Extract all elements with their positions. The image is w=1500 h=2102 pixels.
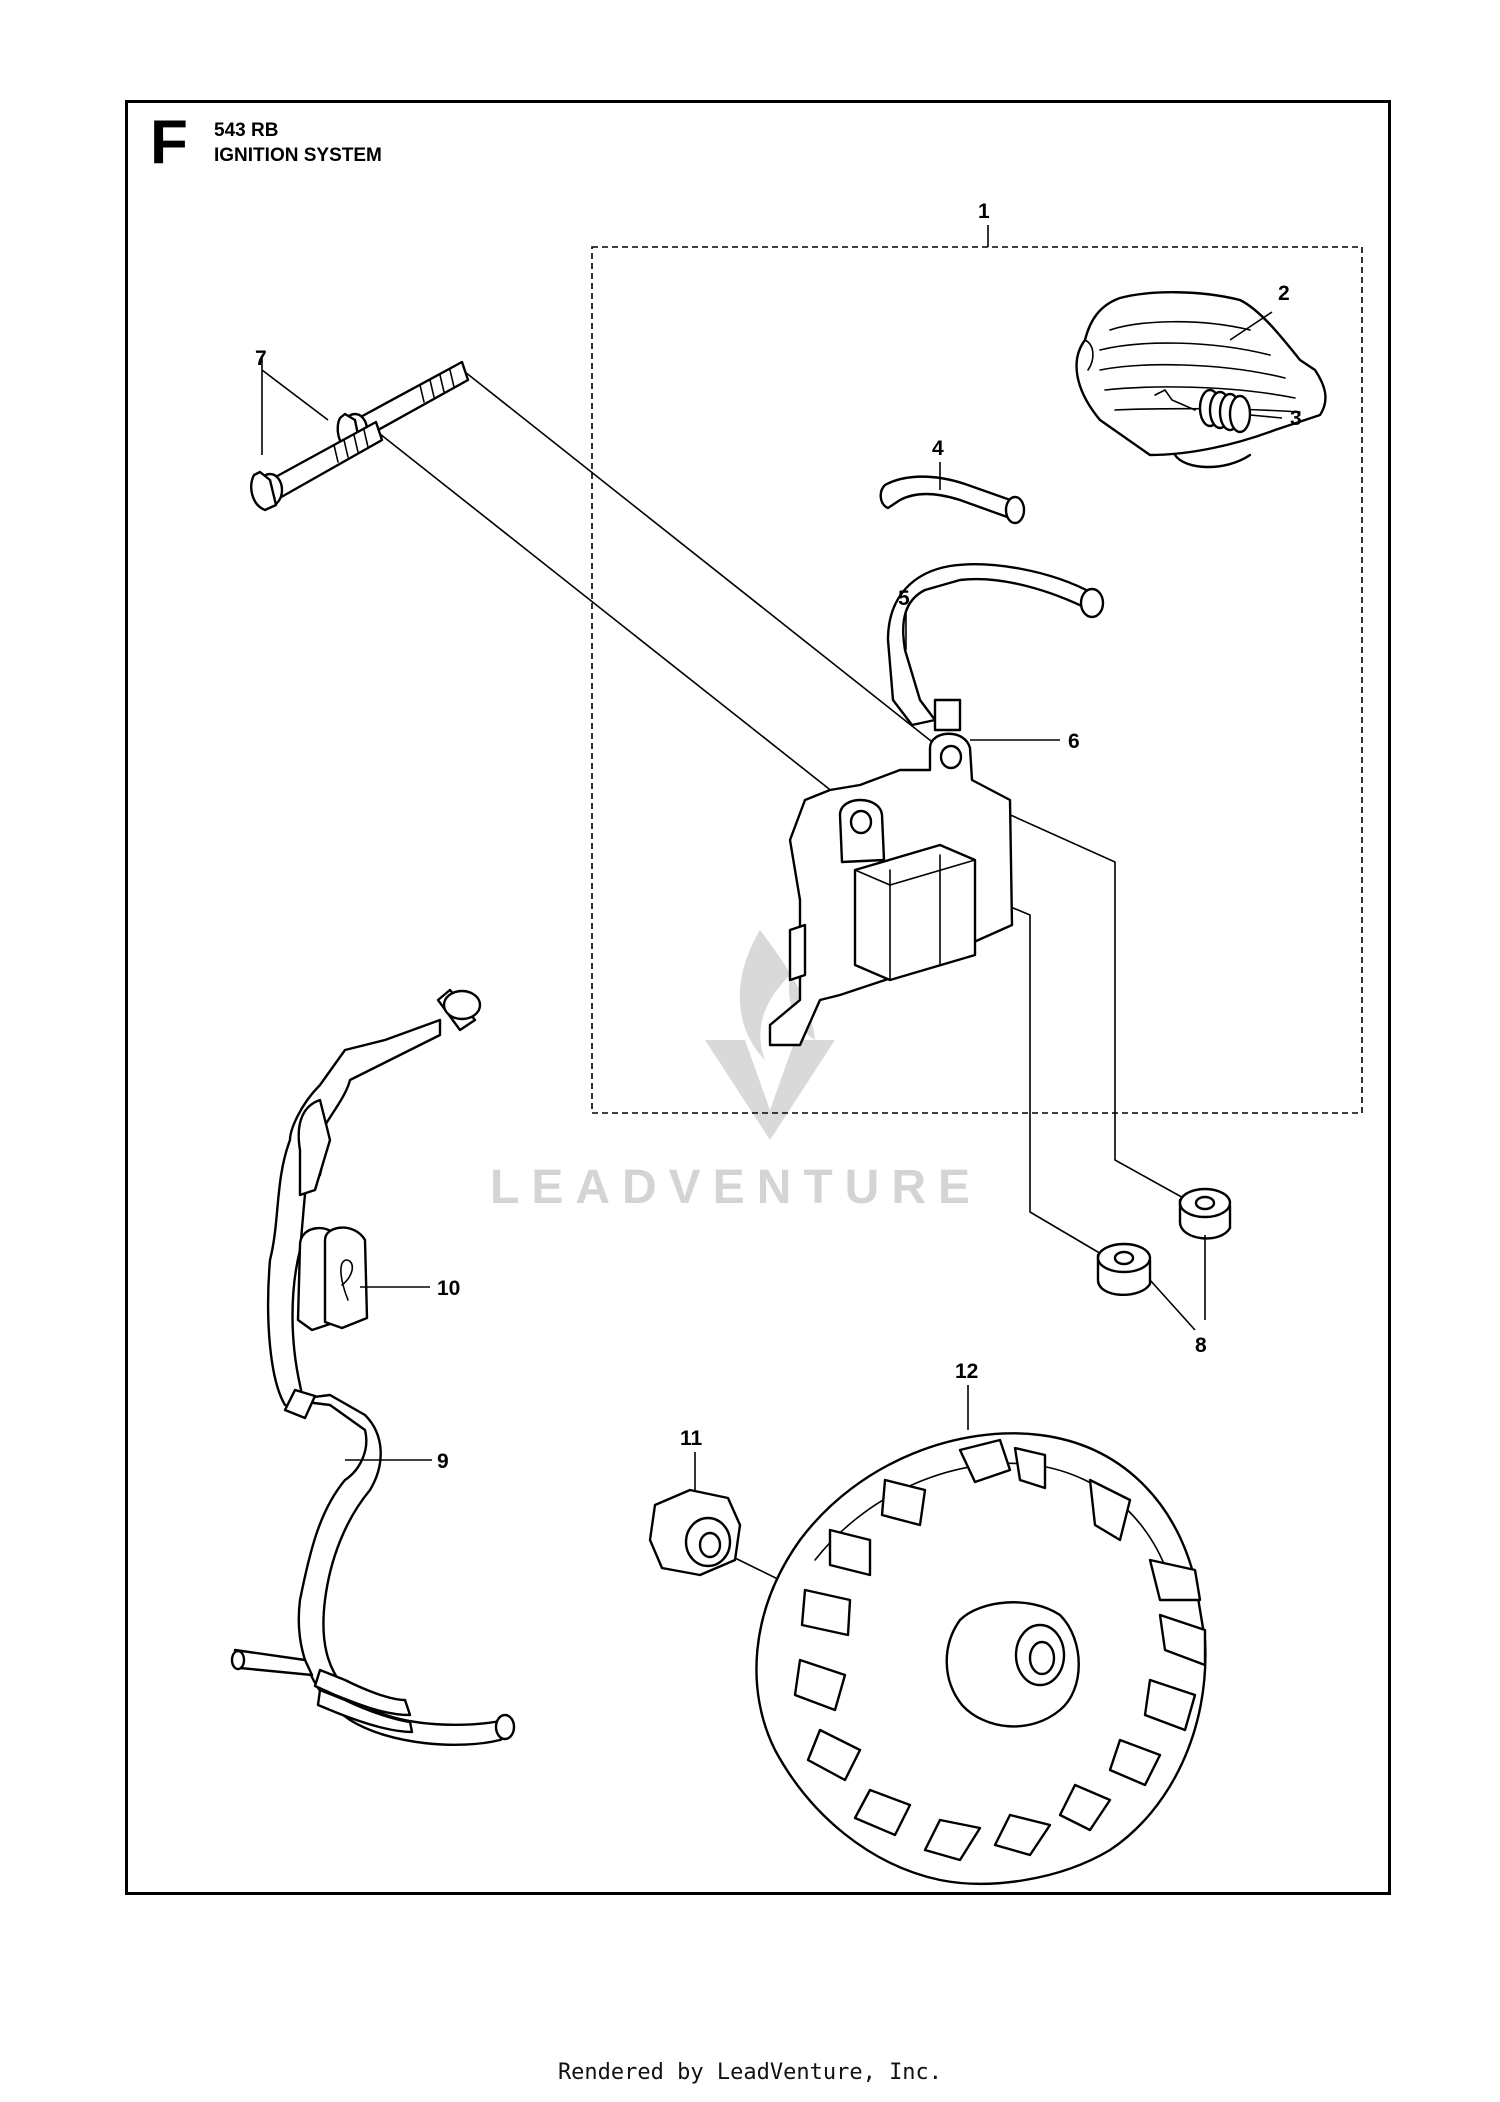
callout-2: 2 — [1278, 282, 1290, 305]
diagram-frame — [125, 100, 1391, 1895]
callout-1: 1 — [978, 200, 990, 223]
callout-11: 11 — [680, 1427, 703, 1450]
callout-10: 10 — [437, 1277, 460, 1300]
ignition-cover-part — [1075, 291, 1327, 469]
callout-6: 6 — [1068, 730, 1080, 753]
watermark-logo — [705, 930, 835, 1140]
spring-part — [1154, 388, 1252, 434]
leader-3 — [1249, 414, 1283, 419]
leader-screw-upper — [459, 367, 956, 761]
callout-12: 12 — [955, 1360, 978, 1383]
screw-lower-part — [250, 420, 384, 512]
callout-9: 9 — [437, 1450, 449, 1473]
leader-8b — [1149, 1279, 1196, 1331]
ignition-module-part — [768, 732, 1014, 1047]
system-title: IGNITION SYSTEM — [214, 145, 382, 166]
callout-5: 5 — [898, 587, 910, 610]
flywheel-part — [755, 1432, 1207, 1885]
leader-spacer-right — [954, 789, 1206, 1211]
leader-screw-lower — [374, 429, 863, 816]
ht-lead-part — [886, 563, 1105, 732]
kit-box-dashed — [591, 246, 1363, 1114]
callout-3: 3 — [1290, 407, 1302, 430]
model-label: 543 RB — [214, 120, 279, 141]
spacer-right-part — [1178, 1187, 1232, 1240]
section-letter: F — [150, 108, 188, 177]
leader-2 — [1229, 311, 1273, 341]
spacer-left-part — [1096, 1242, 1152, 1297]
grommet-part — [296, 1226, 369, 1332]
leader-7b — [261, 369, 329, 421]
flywheel-nut-part — [648, 1488, 742, 1577]
footer-credit: Rendered by LeadVenture, Inc. — [557, 2060, 943, 2085]
callout-7: 7 — [255, 347, 267, 370]
stop-wire-part — [230, 988, 516, 1747]
watermark-text: LEADVENTURE — [490, 1161, 983, 1214]
callout-4: 4 — [932, 437, 944, 460]
small-hose-part — [879, 475, 1026, 525]
callout-8: 8 — [1195, 1334, 1207, 1357]
